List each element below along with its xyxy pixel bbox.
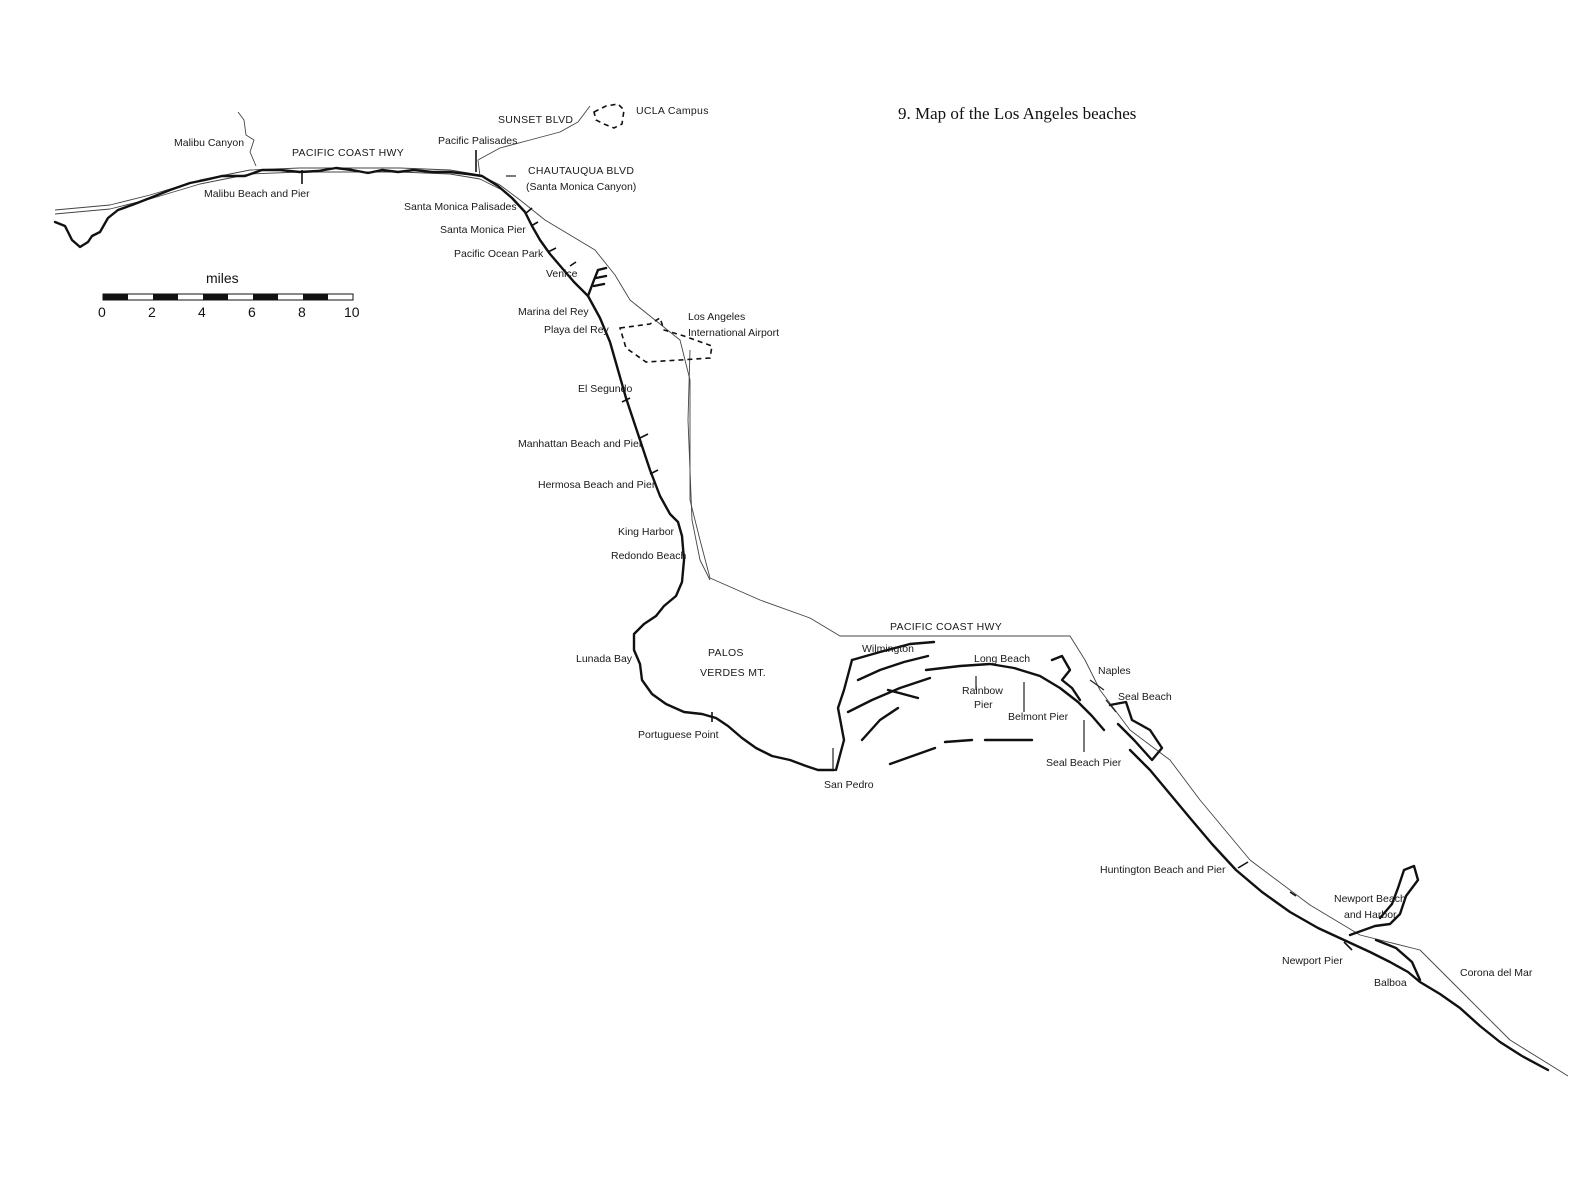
label-pacific-ocean-park: Pacific Ocean Park — [454, 248, 544, 260]
coastline — [53, 166, 1550, 1072]
label-palos-2: VERDES MT. — [700, 667, 766, 679]
label-ucla-campus: UCLA Campus — [636, 105, 709, 117]
scale-bar: miles 0 2 4 6 8 10 — [98, 270, 360, 320]
label-el-segundo: El Segundo — [578, 383, 632, 395]
label-redondo: Redondo Beach — [611, 550, 686, 562]
label-malibu-beach: Malibu Beach and Pier — [204, 188, 310, 200]
label-newport-1: Newport Beach — [1334, 893, 1406, 905]
label-lax-2: International Airport — [688, 327, 779, 339]
map-title: 9. Map of the Los Angeles beaches — [898, 104, 1136, 123]
label-naples: Naples — [1098, 665, 1131, 677]
scale-unit: miles — [206, 270, 239, 286]
label-pch-north: PACIFIC COAST HWY — [292, 147, 404, 159]
map-labels: SUNSET BLVD UCLA Campus Malibu Canyon PA… — [174, 105, 1533, 989]
label-portuguese-point: Portuguese Point — [638, 729, 719, 741]
label-sunset-blvd: SUNSET BLVD — [498, 114, 573, 126]
label-marina-del-rey: Marina del Rey — [518, 306, 589, 318]
label-wilmington: Wilmington — [862, 643, 914, 655]
label-belmont-pier: Belmont Pier — [1008, 711, 1069, 723]
label-rainbow-2: Pier — [974, 699, 993, 711]
label-malibu-canyon: Malibu Canyon — [174, 137, 244, 149]
label-corona-del-mar: Corona del Mar — [1460, 967, 1533, 979]
scale-tick-4: 4 — [198, 304, 206, 320]
label-newport-2: and Harbor — [1344, 909, 1397, 921]
label-manhattan: Manhattan Beach and Pier — [518, 438, 643, 450]
label-santa-monica-pier: Santa Monica Pier — [440, 224, 526, 236]
scale-tick-0: 0 — [98, 304, 106, 320]
label-lax-1: Los Angeles — [688, 311, 745, 323]
scale-tick-6: 6 — [248, 304, 256, 320]
lax-boundary — [618, 316, 713, 363]
label-king-harbor: King Harbor — [618, 526, 675, 538]
label-chautauqua: CHAUTAUQUA BLVD — [528, 165, 634, 177]
road-network — [54, 105, 1569, 1077]
label-venice: Venice — [546, 268, 578, 280]
label-hermosa: Hermosa Beach and Pier — [538, 479, 656, 491]
scale-tick-2: 2 — [148, 304, 156, 320]
label-pacific-palisades: Pacific Palisades — [438, 135, 517, 147]
label-palos-1: PALOS — [708, 647, 744, 659]
label-rainbow-1: Rainbow — [962, 685, 1003, 697]
label-san-pedro: San Pedro — [824, 779, 874, 791]
label-long-beach: Long Beach — [974, 653, 1030, 665]
pointer-ticks — [301, 150, 1353, 951]
label-pch-south: PACIFIC COAST HWY — [890, 621, 1002, 633]
ucla-boundary — [593, 103, 625, 129]
scale-tick-10: 10 — [344, 304, 360, 320]
label-newport-pier: Newport Pier — [1282, 955, 1343, 967]
label-lunada-bay: Lunada Bay — [576, 653, 633, 665]
label-seal-beach: Seal Beach — [1118, 691, 1172, 703]
label-balboa: Balboa — [1374, 977, 1407, 989]
scale-tick-8: 8 — [298, 304, 306, 320]
label-santa-monica-palisades: Santa Monica Palisades — [404, 201, 517, 213]
label-santa-monica-canyon: (Santa Monica Canyon) — [526, 181, 636, 193]
label-seal-beach-pier: Seal Beach Pier — [1046, 757, 1122, 769]
label-huntington: Huntington Beach and Pier — [1100, 864, 1226, 876]
label-playa-del-rey: Playa del Rey — [544, 324, 610, 336]
